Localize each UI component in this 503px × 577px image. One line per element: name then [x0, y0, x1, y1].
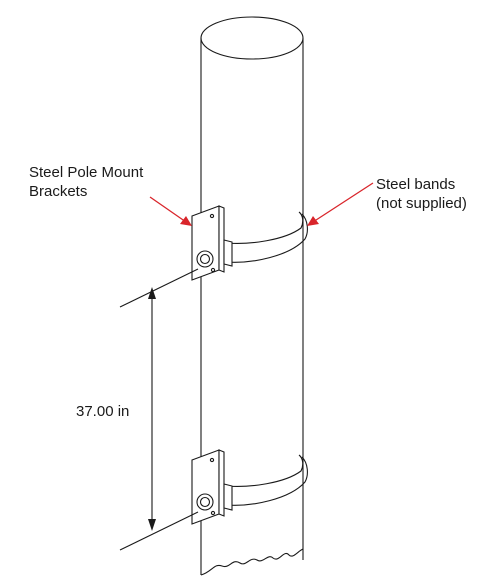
dimension-arrow-down — [148, 519, 156, 531]
pole — [200, 16, 304, 576]
bands-callout-arrow — [312, 182, 374, 223]
pole-top-ellipse — [200, 16, 304, 60]
brackets-label-line1: Steel Pole Mount — [29, 164, 144, 181]
dimension-arrow-up — [148, 287, 156, 299]
bands-label-line2: (not supplied) — [376, 195, 467, 212]
pole-break-line — [200, 548, 304, 576]
lower-steel-band — [225, 454, 308, 506]
brackets-callout-arrowhead — [180, 216, 192, 226]
dimension-label: 37.00 in — [76, 403, 129, 420]
upper-steel-band — [225, 211, 308, 263]
lower-bracket — [191, 449, 233, 525]
extension-line-top — [119, 268, 199, 308]
upper-bracket — [191, 205, 233, 281]
callout-arrows — [149, 182, 374, 226]
bands-callout-arrowhead — [307, 216, 319, 226]
bands-label-line1: Steel bands — [376, 176, 455, 193]
extension-line-bottom — [119, 511, 199, 551]
brackets-callout-arrow — [149, 196, 187, 223]
brackets-label-line2: Brackets — [29, 183, 87, 200]
dimension-37in — [119, 268, 199, 551]
